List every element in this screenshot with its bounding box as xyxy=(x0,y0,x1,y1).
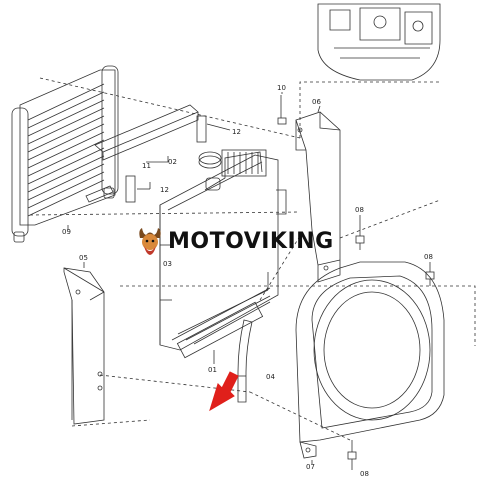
lower-hose xyxy=(237,319,253,403)
oil-cooler xyxy=(11,65,119,243)
part-label-12-upper: 12 xyxy=(232,128,241,136)
part-label-07: 07 xyxy=(306,463,315,471)
viking-head-icon xyxy=(139,228,161,255)
engine-outline xyxy=(317,3,441,81)
part-label-10: 10 xyxy=(277,84,286,92)
part-label-08-upper: 08 xyxy=(355,206,364,214)
rubber-strip-lower xyxy=(125,175,136,203)
part-label-06: 06 xyxy=(312,98,321,106)
left-bracket xyxy=(63,267,105,425)
part-label-08-lower: 08 xyxy=(360,470,369,478)
brand-name: MOTOVIKING xyxy=(168,228,334,254)
part-label-12-lower: 12 xyxy=(160,186,169,194)
part-label-03: 03 xyxy=(163,260,172,268)
short-hose xyxy=(85,185,114,203)
red-arrow xyxy=(209,371,239,412)
part-label-01: 01 xyxy=(208,366,217,374)
radiator xyxy=(159,149,287,359)
part-label-02: 02 xyxy=(168,158,177,166)
part-label-09: 09 xyxy=(62,228,71,236)
part-label-05: 05 xyxy=(79,254,88,262)
brand-watermark: MOTOVIKING xyxy=(136,226,334,256)
right-bracket xyxy=(295,111,341,283)
leader-lines xyxy=(29,77,476,441)
callout-leaders xyxy=(67,92,431,464)
radiator-cap xyxy=(198,151,222,169)
part-label-04: 04 xyxy=(266,373,275,381)
part-label-11: 11 xyxy=(142,162,151,170)
rubber-strip-upper xyxy=(196,115,207,143)
bolt-10 xyxy=(277,95,287,125)
part-label-08-right: 08 xyxy=(424,253,433,261)
bolt-08-lower xyxy=(347,451,357,470)
mounting-bar xyxy=(94,104,199,161)
fan-shroud xyxy=(295,261,445,459)
bolt-08-upper xyxy=(355,235,365,250)
